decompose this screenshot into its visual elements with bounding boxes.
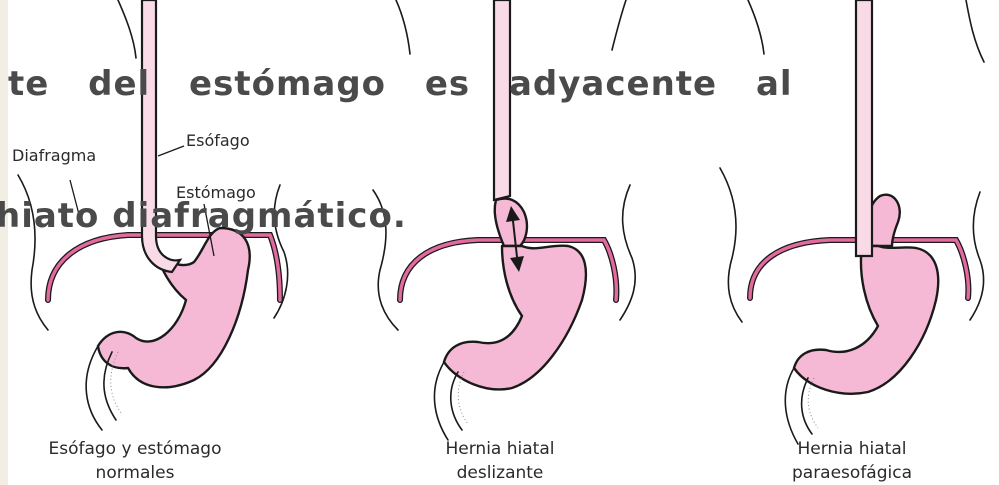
caption-sliding-hernia: Hernia hiatal deslizante: [400, 437, 600, 485]
esophagus: [856, 0, 872, 256]
stomach: [794, 246, 938, 394]
slide-title-line-1: te del estómago es adyacente al: [8, 62, 793, 106]
duodenum: [785, 368, 812, 444]
caption-paraesophageal-hernia: Hernia hiatal paraesofágica: [752, 437, 952, 485]
duodenum: [434, 362, 462, 440]
figure-panel: .body { fill: none; stroke: #1a1a1a; str…: [8, 0, 999, 485]
slide-title: te del estómago es adyacente al hiato di…: [8, 0, 793, 326]
torso-right-outline: [970, 192, 984, 320]
caption-normal: Esófago y estómago normales: [20, 437, 250, 485]
slide-title-line-2: hiato diafragmático.: [0, 194, 793, 238]
neck-line: [966, 0, 984, 62]
